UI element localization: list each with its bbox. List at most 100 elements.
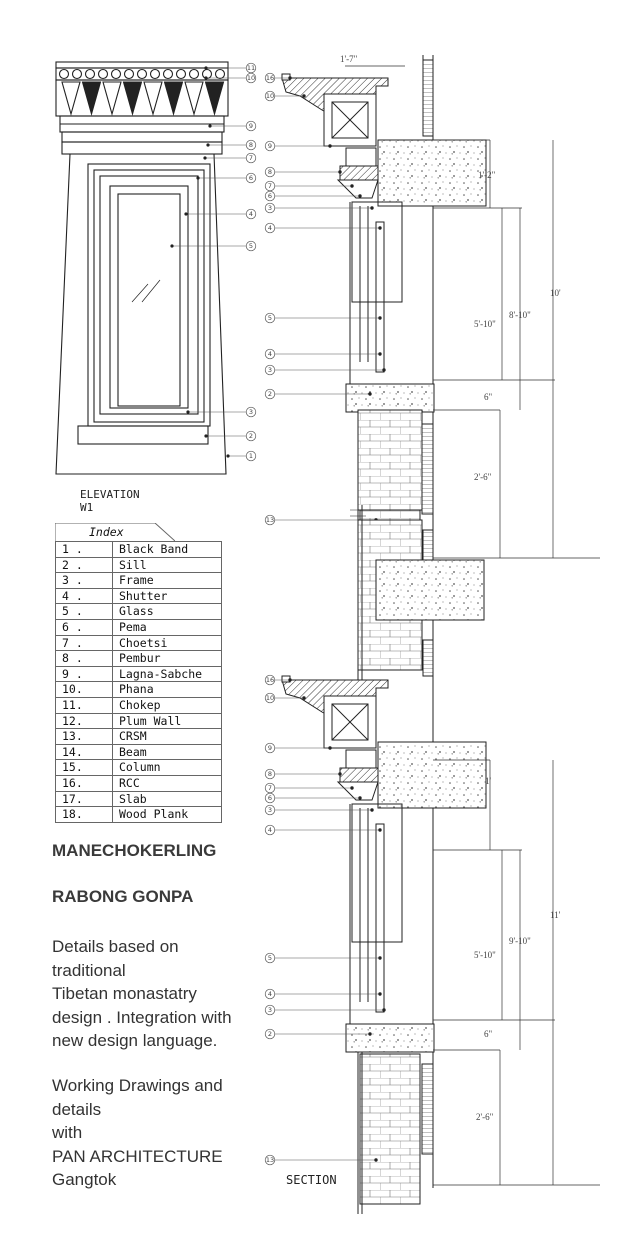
index-row: 10.Phana <box>55 681 222 698</box>
index-name: Plum Wall <box>112 712 222 730</box>
index-row: 8 .Pembur <box>55 650 222 667</box>
callout-bubble <box>245 72 257 84</box>
svg-text:1'-7": 1'-7" <box>340 54 358 64</box>
cornice-bead <box>123 68 135 80</box>
index-name: Shutter <box>112 587 222 605</box>
cornice-bead <box>149 68 161 80</box>
callout-number: 10 <box>266 694 274 702</box>
callout-dot <box>302 94 306 98</box>
callout-number: 16 <box>266 74 274 82</box>
callout-bubble <box>245 430 257 442</box>
index-name: Slab <box>112 790 222 808</box>
callout-number: 5 <box>268 954 272 962</box>
callout-dot <box>370 206 374 210</box>
index-name: Column <box>112 759 222 776</box>
callout-bubble <box>245 152 257 164</box>
index-number: 3 . <box>55 572 113 589</box>
cornice-bead <box>175 68 187 80</box>
callout-number: 10 <box>247 74 255 82</box>
callout-bubble <box>264 824 276 836</box>
callout-number: 8 <box>268 168 272 176</box>
index-row: 9 .Lagna-Sabche <box>55 665 222 683</box>
index-name: Phana <box>112 681 222 698</box>
index-number: 4 . <box>55 587 113 605</box>
callout-number: 2 <box>268 1030 272 1038</box>
section-drawing <box>422 55 434 1188</box>
callout-bubble <box>245 406 257 418</box>
index-name: Wood Plank <box>112 806 222 823</box>
callout-dot <box>378 992 382 996</box>
callout-bubble <box>264 1004 276 1016</box>
index-number: 11. <box>55 696 113 714</box>
callout-number: 11 <box>247 64 255 72</box>
callout-number: 9 <box>249 122 253 130</box>
callout-dot <box>184 212 188 216</box>
callout-bubble <box>264 768 276 780</box>
index-number: 9 . <box>55 665 113 683</box>
callout-dot <box>378 316 382 320</box>
index-name: Beam <box>112 743 222 761</box>
chokep-block <box>102 81 122 117</box>
callout-number: 13 <box>266 1156 274 1164</box>
callout-bubble <box>264 348 276 360</box>
callout-number: 2 <box>268 390 272 398</box>
callout-dot <box>378 226 382 230</box>
callout-bubble <box>264 180 276 192</box>
callout-number: 4 <box>268 990 272 998</box>
index-number: 15. <box>55 759 113 776</box>
callout-dot <box>328 144 332 148</box>
callout-dot <box>206 143 210 147</box>
callout-dot <box>204 434 208 438</box>
dimension-lines <box>345 65 600 1186</box>
index-name: Glass <box>112 603 222 620</box>
callout-number: 3 <box>268 1006 272 1014</box>
project-name: MANECHOKERLING <box>52 841 217 860</box>
index-row: 3 .Frame <box>55 572 222 589</box>
rcc-slab <box>377 741 487 809</box>
index-number: 2 . <box>55 556 113 574</box>
callout-bubble <box>264 782 276 794</box>
svg-text:1'-2": 1'-2" <box>478 170 496 180</box>
index-row: 15.Column <box>55 759 222 776</box>
callout-dot <box>358 194 362 198</box>
callout-bubble <box>264 514 276 526</box>
callout-bubble <box>264 674 276 686</box>
callout-number: 5 <box>249 242 253 250</box>
index-name: RCC <box>112 774 222 792</box>
callout-dot <box>302 696 306 700</box>
callout-number: 8 <box>268 770 272 778</box>
index-name: Pembur <box>112 650 222 667</box>
callout-bubble <box>245 240 257 252</box>
index-name: CRSM <box>112 728 222 745</box>
index-title-tab <box>55 523 175 542</box>
callout-bubble <box>245 172 257 184</box>
callout-number: 10 <box>266 92 274 100</box>
index-number: 14. <box>55 743 113 761</box>
callout-dot <box>350 786 354 790</box>
callout-dot <box>378 352 382 356</box>
callout-number: 7 <box>268 784 272 792</box>
index-name: Sill <box>112 556 222 574</box>
callout-number: 1 <box>249 452 253 460</box>
callout-dot <box>208 124 212 128</box>
callout-dot <box>374 1158 378 1162</box>
callout-dot <box>203 156 207 160</box>
index-row: 1 .Black Band <box>55 541 222 558</box>
callout-dot <box>288 678 292 682</box>
callout-number: 16 <box>266 676 274 684</box>
callout-dot <box>196 176 200 180</box>
index-row: 16.RCC <box>55 774 222 792</box>
svg-text:9'-10": 9'-10" <box>509 936 531 946</box>
callout-number: 6 <box>268 794 272 802</box>
index-number: 17. <box>55 790 113 808</box>
callout-bubble <box>264 692 276 704</box>
callout-dot <box>186 410 190 414</box>
callout-number: 13 <box>266 516 274 524</box>
index-number: 5 . <box>55 603 113 620</box>
index-title: Index <box>89 525 124 539</box>
elevation-title: ELEVATION <box>80 488 140 501</box>
